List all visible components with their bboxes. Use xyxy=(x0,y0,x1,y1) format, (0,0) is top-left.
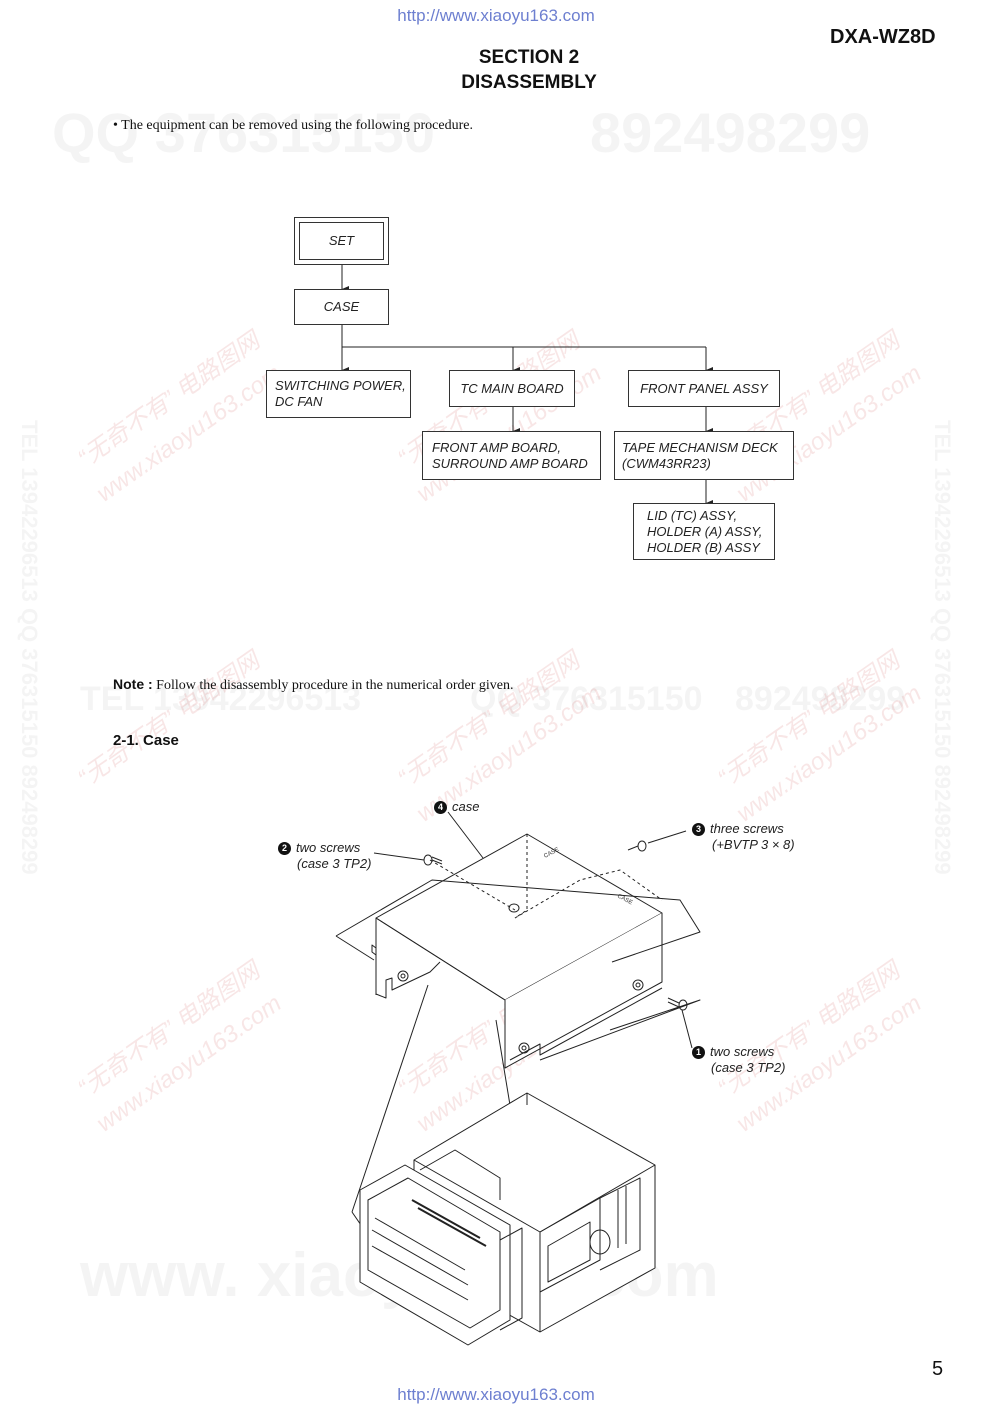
page-number: 5 xyxy=(932,1358,944,1380)
flow-switching-power-line1: SWITCHING POWER, xyxy=(275,378,406,393)
callout-1-line1: two screws xyxy=(710,1044,775,1059)
flow-switching-power-line2: DC FAN xyxy=(275,394,323,409)
callout-2-line1: two screws xyxy=(296,840,361,855)
flow-front-amp-line1: FRONT AMP BOARD, xyxy=(432,439,562,455)
watermark-qq: QQ 376315150 xyxy=(52,100,435,165)
callout-2-screws: 2 two screws (case 3 TP2) xyxy=(278,840,371,872)
flow-lid-line2: HOLDER (A) ASSY, xyxy=(647,523,763,539)
note-label: Note : xyxy=(113,676,153,692)
intro-text: • The equipment can be removed using the… xyxy=(113,118,473,133)
step-number-3: 3 xyxy=(692,823,705,836)
flow-box-tape-mechanism-deck: TAPE MECHANISM DECK (CWM43RR23) xyxy=(614,431,794,480)
note-paragraph: Note : Follow the disassembly procedure … xyxy=(113,676,513,694)
watermark-qq-mid: QQ 376315150 xyxy=(470,680,703,719)
flow-lid-line3: HOLDER (B) ASSY xyxy=(647,539,760,555)
note-text: Follow the disassembly procedure in the … xyxy=(156,678,514,693)
flow-box-switching-power: SWITCHING POWER, DC FAN xyxy=(266,370,411,418)
footer-url-link[interactable]: http://www.xiaoyu163.com xyxy=(397,1385,595,1404)
callout-3-line2: (+BVTP 3 × 8) xyxy=(712,837,795,852)
watermark-qq-number: 892498299 xyxy=(590,100,870,165)
step-number-1: 1 xyxy=(692,1046,705,1059)
section-title: DISASSEMBLY xyxy=(461,72,597,93)
flow-case-label: CASE xyxy=(323,299,360,314)
flow-box-case: CASE xyxy=(294,289,389,325)
step-number-4: 4 xyxy=(434,801,447,814)
flow-front-panel-assy-label: FRONT PANEL ASSY xyxy=(640,380,768,396)
flow-box-front-amp-board: FRONT AMP BOARD, SURROUND AMP BOARD xyxy=(422,431,601,480)
flow-tape-mech-line1: TAPE MECHANISM DECK xyxy=(622,439,778,455)
model-number: DXA-WZ8D xyxy=(830,26,936,48)
flow-box-lid-holder-assy: LID (TC) ASSY, HOLDER (A) ASSY, HOLDER (… xyxy=(633,503,775,560)
callout-2-line2: (case 3 TP2) xyxy=(297,856,372,871)
flow-box-tc-main-board: TC MAIN BOARD xyxy=(449,370,575,407)
callout-3-line1: three screws xyxy=(710,821,784,836)
callout-1-screws: 1 two screws (case 3 TP2) xyxy=(692,1044,785,1076)
flow-set-label: SET xyxy=(328,233,355,248)
watermark-tel: TEL 13942296513 xyxy=(80,680,361,719)
flow-tape-mech-line2: (CWM43RR23) xyxy=(622,455,711,471)
step-number-2: 2 xyxy=(278,842,291,855)
flow-box-front-panel-assy: FRONT PANEL ASSY xyxy=(628,370,780,407)
callout-3-screws: 3 three screws (+BVTP 3 × 8) xyxy=(692,821,795,853)
callout-4-case: 4 case xyxy=(434,799,479,815)
watermark-qq-number-mid: 892498299 xyxy=(735,680,905,719)
subsection-title: 2-1. Case xyxy=(113,732,179,749)
flow-box-set: SET xyxy=(294,217,389,265)
flow-tc-main-board-label: TC MAIN BOARD xyxy=(460,380,564,396)
flow-lid-line1: LID (TC) ASSY, xyxy=(647,507,738,523)
callout-1-line2: (case 3 TP2) xyxy=(711,1060,786,1075)
header-url-link[interactable]: http://www.xiaoyu163.com xyxy=(397,6,595,25)
flowchart-connectors xyxy=(341,264,713,506)
callout-4-text: case xyxy=(452,799,480,814)
flow-front-amp-line2: SURROUND AMP BOARD xyxy=(432,455,588,471)
section-label: SECTION 2 xyxy=(478,47,580,68)
